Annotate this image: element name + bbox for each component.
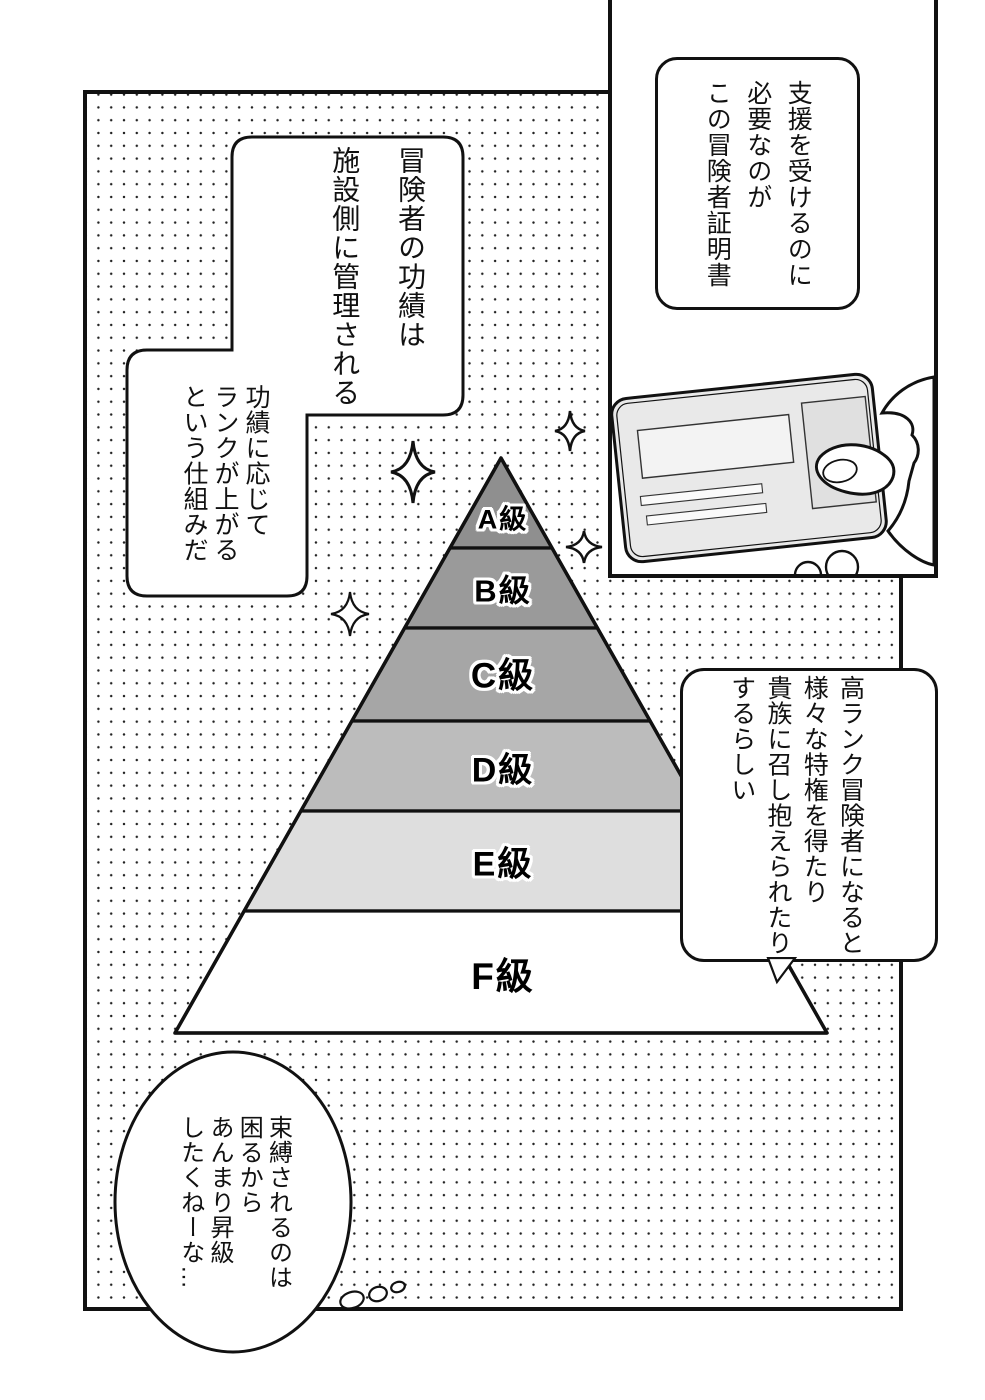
speech-bubble-rankup: 功績に応じて ランクが上がる という仕組みだ <box>127 350 307 596</box>
certificate-card-illustration <box>612 372 934 574</box>
speech-bubble-merits: 冒険者の功績は 施設側に管理される <box>232 137 463 415</box>
pyramid-level-label-A級: A級 <box>477 504 529 535</box>
pyramid-level-label-C級: C級 <box>470 656 536 696</box>
certificate-panel: 支援を受けるのに 必要なのが この冒険者証明書 <box>608 0 938 578</box>
speech-text-privileges: 高ランク冒険者になると 様々な特権を得たり 貴族に召し抱えられたり するらしい <box>727 674 865 956</box>
card-text-line <box>645 502 768 526</box>
pyramid-level-label-F級: F級 <box>471 956 535 997</box>
card-text-line <box>639 483 764 507</box>
speech-text-rankup: 功績に応じて ランクが上がる という仕組みだ <box>180 383 270 563</box>
fingertip <box>793 560 823 574</box>
thought-text: 束縛されるのは 困るから あんまり昇級 したくねーな… <box>176 1114 292 1290</box>
speech-text-certificate: 支援を受けるのに 必要なのが この冒険者証明書 <box>703 79 813 288</box>
hand <box>793 375 934 574</box>
speech-text-merits: 冒険者の功績は 施設側に管理される <box>329 145 426 407</box>
pyramid-level-label-E級: E級 <box>472 845 534 884</box>
pyramid-level-label-B級: B級 <box>474 573 532 609</box>
card-name-field <box>636 413 795 479</box>
speech-bubble-certificate: 支援を受けるのに 必要なのが この冒険者証明書 <box>655 57 860 310</box>
pyramid-level-label-D級: D級 <box>471 751 535 790</box>
fingertip <box>824 549 860 574</box>
thumbnail <box>822 458 858 484</box>
speech-bubble-privileges: 高ランク冒険者になると 様々な特権を得たり 貴族に召し抱えられたり するらしい <box>680 668 938 962</box>
thought-bubble: 束縛されるのは 困るから あんまり昇級 したくねーな… <box>116 1062 352 1342</box>
